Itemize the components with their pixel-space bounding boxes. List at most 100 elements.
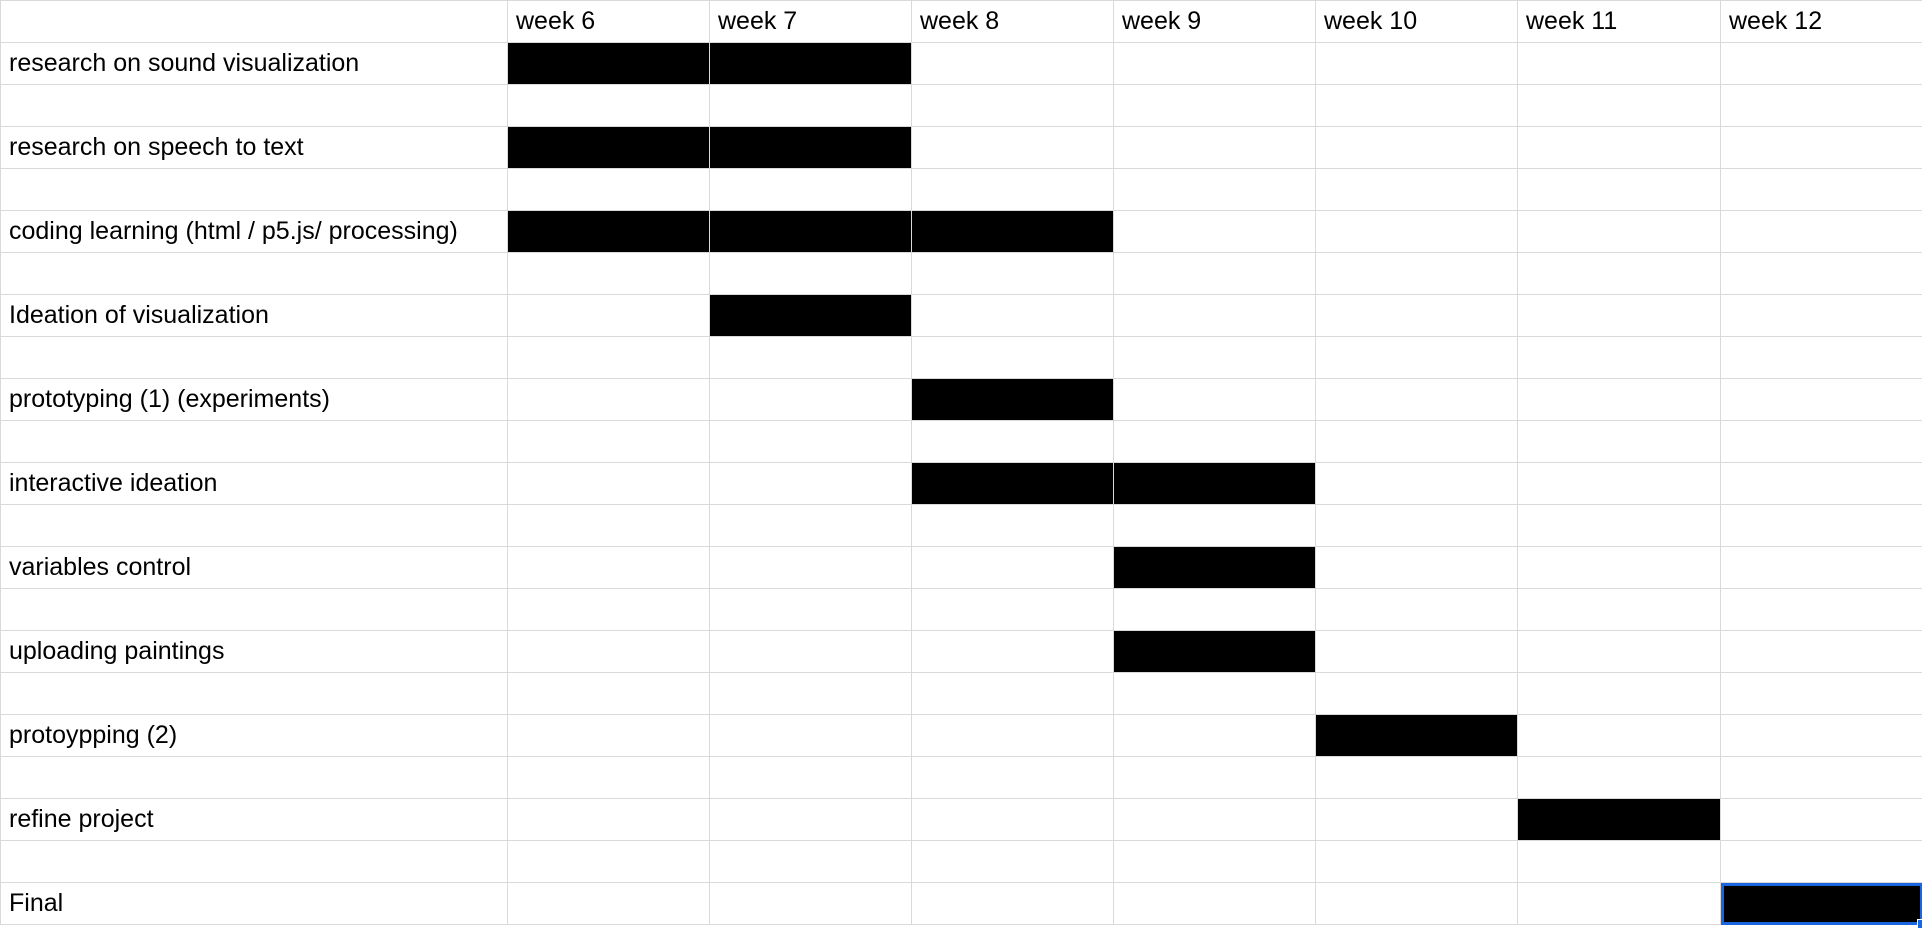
header-cell-week[interactable]: week 11	[1518, 1, 1721, 43]
empty-cell[interactable]	[1518, 631, 1721, 673]
empty-cell[interactable]	[1114, 841, 1316, 883]
empty-cell[interactable]	[912, 673, 1114, 715]
empty-cell[interactable]	[1316, 757, 1518, 799]
empty-cell[interactable]	[1316, 85, 1518, 127]
task-label-cell[interactable]: prototyping (1) (experiments)	[1, 379, 508, 421]
empty-cell[interactable]	[1518, 463, 1721, 505]
empty-cell[interactable]	[508, 631, 710, 673]
empty-cell[interactable]	[1316, 211, 1518, 253]
task-label-cell[interactable]: uploading paintings	[1, 631, 508, 673]
empty-cell[interactable]	[1518, 169, 1721, 211]
task-label-cell[interactable]: Ideation of visualization	[1, 295, 508, 337]
empty-cell[interactable]	[1316, 505, 1518, 547]
empty-cell[interactable]	[710, 841, 912, 883]
empty-cell[interactable]	[1721, 463, 1922, 505]
empty-cell[interactable]	[1, 85, 508, 127]
empty-cell[interactable]	[912, 799, 1114, 841]
empty-cell[interactable]	[1316, 421, 1518, 463]
gantt-bar-cell[interactable]	[710, 127, 912, 169]
empty-cell[interactable]	[1518, 673, 1721, 715]
empty-cell[interactable]	[710, 463, 912, 505]
empty-cell[interactable]	[508, 253, 710, 295]
empty-cell[interactable]	[1114, 883, 1316, 925]
empty-cell[interactable]	[508, 547, 710, 589]
task-label-cell[interactable]: variables control	[1, 547, 508, 589]
empty-cell[interactable]	[508, 799, 710, 841]
task-label-cell[interactable]: Final	[1, 883, 508, 925]
empty-cell[interactable]	[1518, 85, 1721, 127]
empty-cell[interactable]	[1114, 127, 1316, 169]
empty-cell[interactable]	[508, 841, 710, 883]
empty-cell[interactable]	[1114, 757, 1316, 799]
empty-cell[interactable]	[1114, 169, 1316, 211]
empty-cell[interactable]	[710, 673, 912, 715]
empty-cell[interactable]	[1518, 379, 1721, 421]
gantt-bar-cell[interactable]	[1518, 799, 1721, 841]
empty-cell[interactable]	[710, 85, 912, 127]
gantt-bar-cell[interactable]	[912, 463, 1114, 505]
empty-cell[interactable]	[912, 631, 1114, 673]
task-label-cell[interactable]: protoypping (2)	[1, 715, 508, 757]
empty-cell[interactable]	[1316, 631, 1518, 673]
empty-cell[interactable]	[1721, 127, 1922, 169]
empty-cell[interactable]	[1114, 673, 1316, 715]
empty-cell[interactable]	[1518, 421, 1721, 463]
empty-cell[interactable]	[912, 547, 1114, 589]
empty-cell[interactable]	[1, 757, 508, 799]
empty-cell[interactable]	[508, 589, 710, 631]
header-cell-week[interactable]: week 9	[1114, 1, 1316, 43]
empty-cell[interactable]	[1721, 631, 1922, 673]
empty-cell[interactable]	[1721, 589, 1922, 631]
empty-cell[interactable]	[1721, 253, 1922, 295]
empty-cell[interactable]	[710, 547, 912, 589]
empty-cell[interactable]	[710, 379, 912, 421]
empty-cell[interactable]	[1721, 379, 1922, 421]
gantt-bar-cell[interactable]	[508, 127, 710, 169]
gantt-bar-cell[interactable]	[710, 211, 912, 253]
empty-cell[interactable]	[508, 715, 710, 757]
empty-cell[interactable]	[1114, 421, 1316, 463]
empty-cell[interactable]	[508, 421, 710, 463]
empty-cell[interactable]	[1316, 589, 1518, 631]
empty-cell[interactable]	[1721, 799, 1922, 841]
empty-cell[interactable]	[1114, 211, 1316, 253]
empty-cell[interactable]	[710, 169, 912, 211]
empty-cell[interactable]	[1114, 43, 1316, 85]
empty-cell[interactable]	[1518, 841, 1721, 883]
empty-cell[interactable]	[1, 337, 508, 379]
empty-cell[interactable]	[1, 589, 508, 631]
gantt-bar-cell[interactable]	[1316, 715, 1518, 757]
gantt-bar-cell[interactable]	[508, 211, 710, 253]
empty-cell[interactable]	[1, 505, 508, 547]
empty-cell[interactable]	[1518, 757, 1721, 799]
empty-cell[interactable]	[912, 883, 1114, 925]
empty-cell[interactable]	[710, 337, 912, 379]
empty-cell[interactable]	[1518, 253, 1721, 295]
empty-cell[interactable]	[508, 673, 710, 715]
empty-cell[interactable]	[1721, 547, 1922, 589]
empty-cell[interactable]	[1, 841, 508, 883]
empty-cell[interactable]	[1114, 799, 1316, 841]
empty-cell[interactable]	[508, 85, 710, 127]
empty-cell[interactable]	[1721, 841, 1922, 883]
empty-cell[interactable]	[1316, 841, 1518, 883]
empty-cell[interactable]	[508, 379, 710, 421]
empty-cell[interactable]	[912, 43, 1114, 85]
empty-cell[interactable]	[508, 505, 710, 547]
empty-cell[interactable]	[1518, 715, 1721, 757]
empty-cell[interactable]	[508, 883, 710, 925]
gantt-bar-cell[interactable]	[508, 43, 710, 85]
empty-cell[interactable]	[1518, 883, 1721, 925]
task-label-cell[interactable]: research on sound visualization	[1, 43, 508, 85]
empty-cell[interactable]	[1721, 43, 1922, 85]
empty-cell[interactable]	[1114, 715, 1316, 757]
empty-cell[interactable]	[1, 673, 508, 715]
empty-cell[interactable]	[1316, 169, 1518, 211]
empty-cell[interactable]	[912, 589, 1114, 631]
empty-cell[interactable]	[1316, 463, 1518, 505]
empty-cell[interactable]	[1, 169, 508, 211]
empty-cell[interactable]	[1114, 295, 1316, 337]
empty-cell[interactable]	[1721, 337, 1922, 379]
empty-cell[interactable]	[508, 295, 710, 337]
empty-cell[interactable]	[912, 127, 1114, 169]
